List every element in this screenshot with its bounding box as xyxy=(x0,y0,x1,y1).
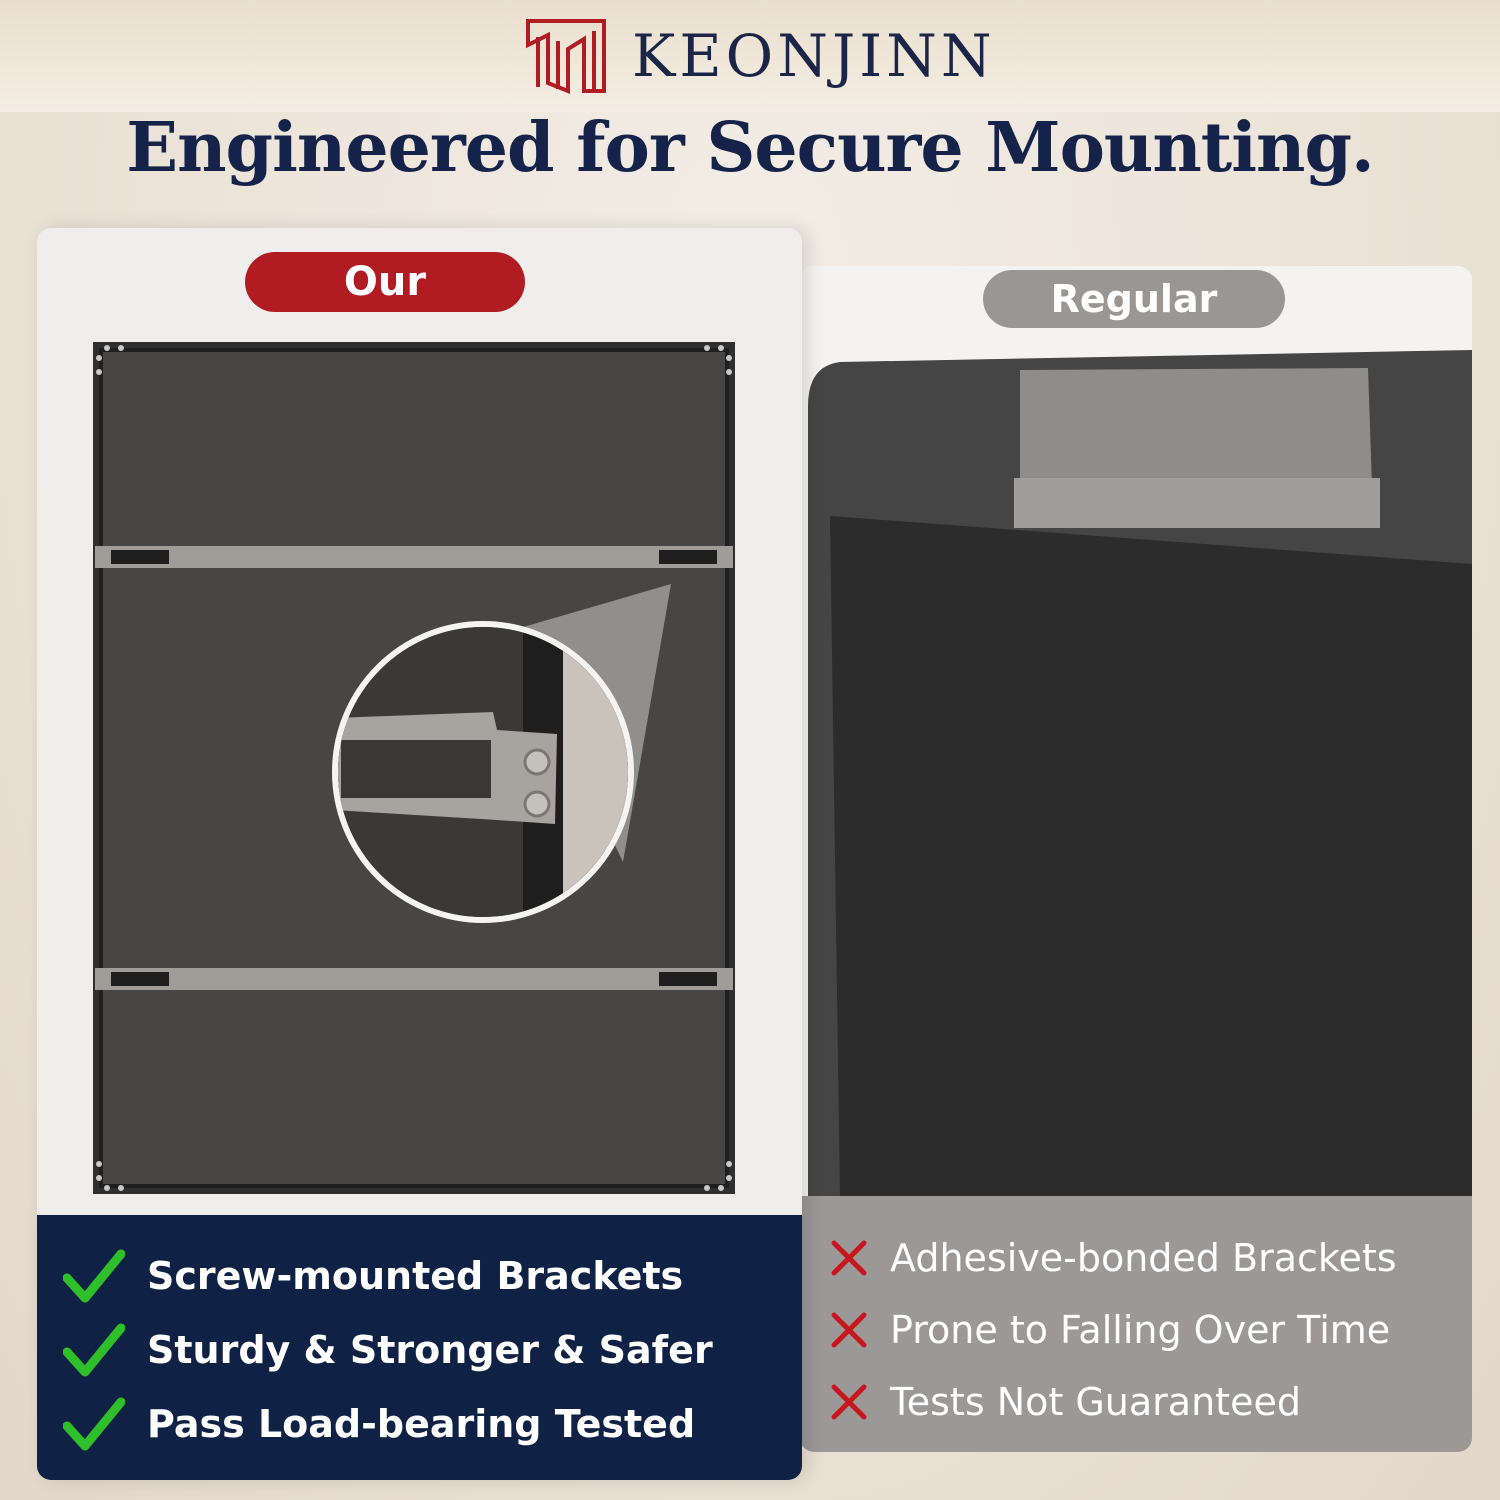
brand-name: KEONJINN xyxy=(632,22,996,90)
header-band xyxy=(0,0,1500,112)
drawback-item: Adhesive-bonded Brackets xyxy=(830,1236,1397,1280)
check-icon xyxy=(63,1323,125,1377)
feature-text: Screw-mounted Brackets xyxy=(147,1254,684,1298)
our-card: Our xyxy=(37,228,802,1480)
check-icon xyxy=(63,1249,125,1303)
regular-card: Regular Adhesive-bonded Brackets Prone t… xyxy=(800,266,1472,1452)
page-title: Engineered for Secure Mounting. xyxy=(126,108,1374,188)
regular-drawbacks-panel xyxy=(800,1196,1472,1452)
feature-item: Pass Load-bearing Tested xyxy=(63,1396,695,1452)
x-icon xyxy=(831,1384,867,1420)
x-icon xyxy=(831,1240,867,1276)
our-features-panel xyxy=(37,1215,802,1480)
drawback-item: Prone to Falling Over Time xyxy=(830,1308,1390,1352)
regular-mirror-photo xyxy=(800,266,1472,1196)
check-icon xyxy=(63,1397,125,1451)
feature-text: Pass Load-bearing Tested xyxy=(147,1402,696,1446)
brand-logo-icon xyxy=(526,19,606,94)
regular-badge: Regular xyxy=(983,270,1285,328)
x-icon xyxy=(831,1312,867,1348)
drawback-item: Tests Not Guaranteed xyxy=(830,1380,1301,1424)
drawback-text: Prone to Falling Over Time xyxy=(890,1308,1391,1352)
drawback-text: Adhesive-bonded Brackets xyxy=(890,1236,1397,1280)
feature-text: Sturdy & Stronger & Safer xyxy=(147,1328,713,1372)
drawback-text: Tests Not Guaranteed xyxy=(890,1380,1301,1424)
feature-item: Screw-mounted Brackets xyxy=(63,1248,683,1304)
feature-item: Sturdy & Stronger & Safer xyxy=(63,1322,713,1378)
our-badge: Our xyxy=(245,252,525,312)
our-mirror-back-photo xyxy=(93,342,735,1194)
brand-logo: KEONJINN xyxy=(524,16,996,96)
